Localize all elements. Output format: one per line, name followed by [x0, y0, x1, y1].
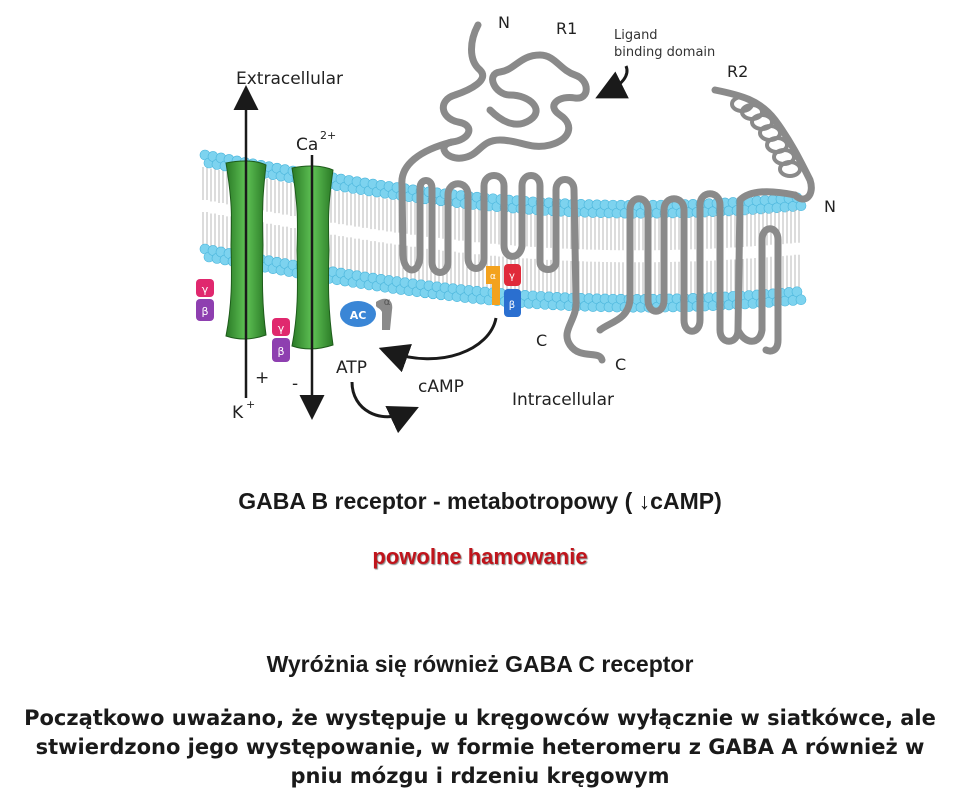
r2-n-terminus-label: N: [824, 197, 836, 216]
r1-c-terminus-label: C: [536, 331, 547, 350]
g-protein-receptor: α γ β: [486, 264, 521, 317]
paragraph-line-2: stwierdzono jego występowanie, w formie …: [35, 735, 925, 759]
receptor-r1: [398, 21, 606, 364]
r1-label: R1: [556, 19, 577, 38]
ligand-label-line2: binding domain: [614, 45, 715, 60]
beta-label: β: [509, 300, 515, 311]
intracellular-label: Intracellular: [512, 390, 614, 410]
g-protein-left: γ β: [196, 279, 214, 321]
caption-gaba-c: Wyróżnia się również GABA C receptor: [266, 651, 694, 677]
minus-sign: -: [292, 374, 298, 394]
r2-c-terminus-label: C: [615, 355, 626, 374]
extracellular-label: Extracellular: [236, 69, 343, 89]
camp-label: cAMP: [418, 377, 464, 397]
gamma-label: γ: [509, 271, 515, 282]
ca-charge-label: 2+: [320, 129, 336, 142]
beta-label: β: [201, 305, 208, 318]
k-charge-label: +: [246, 398, 255, 411]
paragraph-line-1: Początkowo uważano, że występuje u kręgo…: [24, 706, 936, 730]
caption-paragraph: Początkowo uważano, że występuje u kręgo…: [0, 704, 960, 791]
caption-subtitle: powolne hamowanie: [372, 544, 588, 569]
galpha-to-ac-arrow: [378, 317, 498, 373]
alpha-label: α: [384, 297, 391, 308]
atp-label: ATP: [336, 358, 367, 378]
g-protein-middle: γ β: [272, 318, 290, 362]
gamma-label: γ: [278, 322, 285, 335]
alpha-label: α: [490, 272, 496, 282]
ca-label: Ca: [296, 135, 318, 155]
beta-label: β: [277, 345, 284, 358]
r1-n-terminus-label: N: [498, 13, 510, 32]
adenylyl-cyclase: AC α: [340, 297, 393, 330]
caption-title: GABA B receptor - metabotropowy ( ↓cAMP): [238, 488, 722, 514]
ligand-label-line1: Ligand: [614, 28, 658, 43]
ac-label: AC: [350, 309, 367, 322]
r2-helical-coil: [730, 95, 802, 178]
plus-sign: +: [255, 368, 269, 388]
ligand-domain-arrow: [595, 65, 629, 99]
paragraph-line-3: pniu mózgu i rdzeniu kręgowym: [290, 764, 670, 788]
k-label: K: [232, 403, 244, 423]
gamma-label: γ: [202, 283, 209, 296]
atp-to-camp-arrow: [350, 381, 419, 434]
r2-label: R2: [727, 62, 748, 81]
